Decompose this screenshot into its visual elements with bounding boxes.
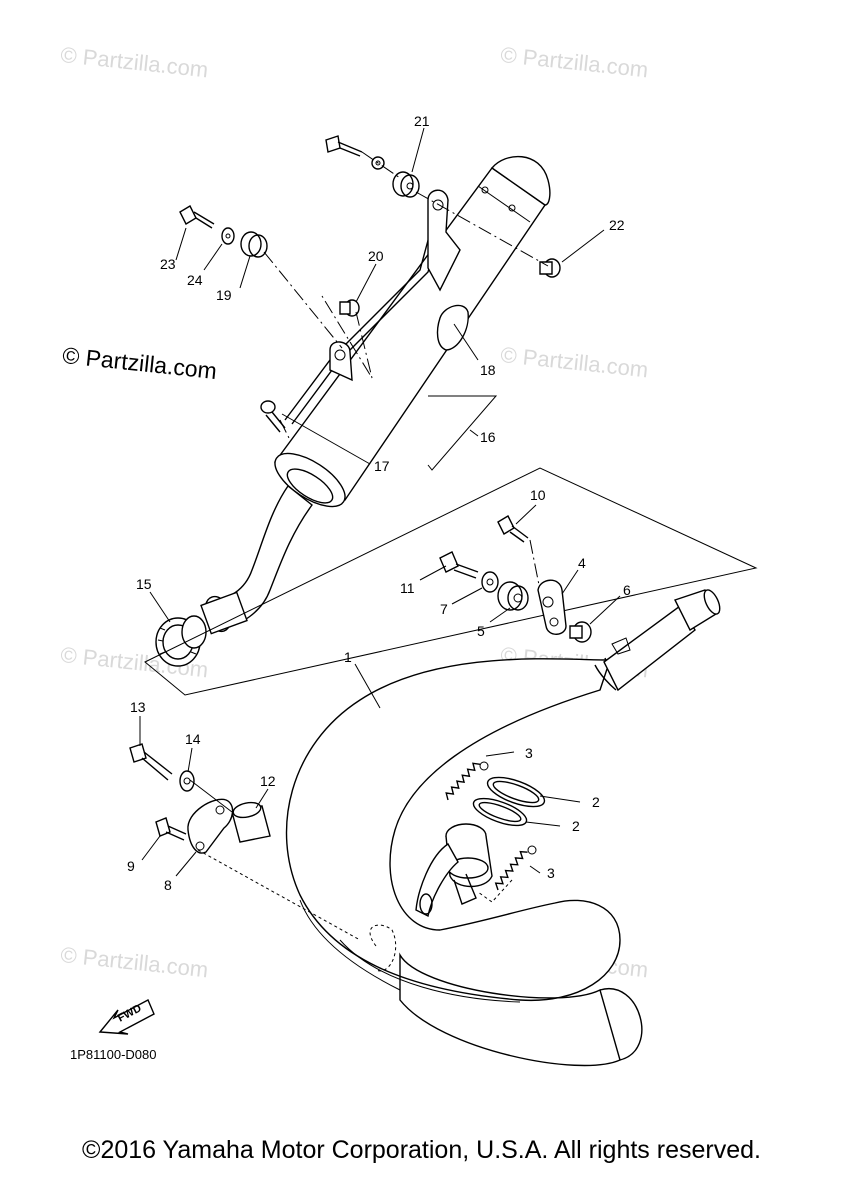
callout-17: 17 <box>374 458 390 474</box>
callout-14: 14 <box>185 731 201 747</box>
part-2-o-ring <box>486 776 546 808</box>
callout-5: 5 <box>477 623 485 639</box>
callout-9: 9 <box>127 858 135 874</box>
callout-3: 3 <box>547 865 555 881</box>
callout-numbers: 1 2 2 3 3 4 5 6 7 8 9 10 11 12 13 14 15 … <box>127 113 631 893</box>
callout-18: 18 <box>480 362 496 378</box>
callout-leaders <box>139 127 621 877</box>
callout-2: 2 <box>572 818 580 834</box>
callout-13: 13 <box>130 699 146 715</box>
part-14-washer <box>179 770 195 792</box>
callout-12: 12 <box>260 773 276 789</box>
diagram-reference: 1P81100-D080 <box>70 1047 157 1062</box>
callout-11: 11 <box>400 580 415 596</box>
part-3-spring <box>445 761 489 801</box>
assembly-leaders <box>263 151 549 441</box>
part-2-o-ring <box>472 797 528 827</box>
callout-15: 15 <box>136 576 152 592</box>
callout-2: 2 <box>592 794 600 810</box>
callout-21: 21 <box>414 113 430 129</box>
callout-7: 7 <box>440 601 448 617</box>
callout-16: 16 <box>480 429 496 445</box>
part-6-collar <box>569 621 592 643</box>
part-11-bolt <box>439 551 479 579</box>
callout-6: 6 <box>623 582 631 598</box>
callout-3: 3 <box>525 745 533 761</box>
part-7-washer <box>481 571 499 593</box>
part-3-spring <box>494 845 537 891</box>
callout-8: 8 <box>164 877 172 893</box>
assembly-leader <box>189 779 233 813</box>
group-outline <box>144 467 758 696</box>
callout-19: 19 <box>216 287 232 303</box>
callout-20: 20 <box>368 248 384 264</box>
part-13-bolt <box>129 743 173 781</box>
part-1-exhaust-pipe <box>285 589 721 1067</box>
part-15-grommet <box>155 615 207 667</box>
part-5-grommet <box>497 581 529 611</box>
silencer-assembly <box>200 155 551 635</box>
callout-10: 10 <box>530 487 546 503</box>
part-12-spacer <box>231 801 271 843</box>
part-4-bracket <box>537 579 567 635</box>
fwd-arrow-icon: FWD <box>98 999 155 1035</box>
callout-4: 4 <box>578 555 586 571</box>
silencer-hardware <box>179 135 561 433</box>
callout-22: 22 <box>609 217 625 233</box>
part-8-bracket <box>187 798 234 854</box>
copyright-notice: ©2016 Yamaha Motor Corporation, U.S.A. A… <box>82 1136 761 1164</box>
assembly-leader <box>197 849 361 941</box>
part-10-bolt <box>497 515 541 591</box>
callout-23: 23 <box>160 256 176 272</box>
callout-1: 1 <box>344 649 352 665</box>
part-9-bolt <box>155 817 187 841</box>
callout-24: 24 <box>187 272 203 288</box>
